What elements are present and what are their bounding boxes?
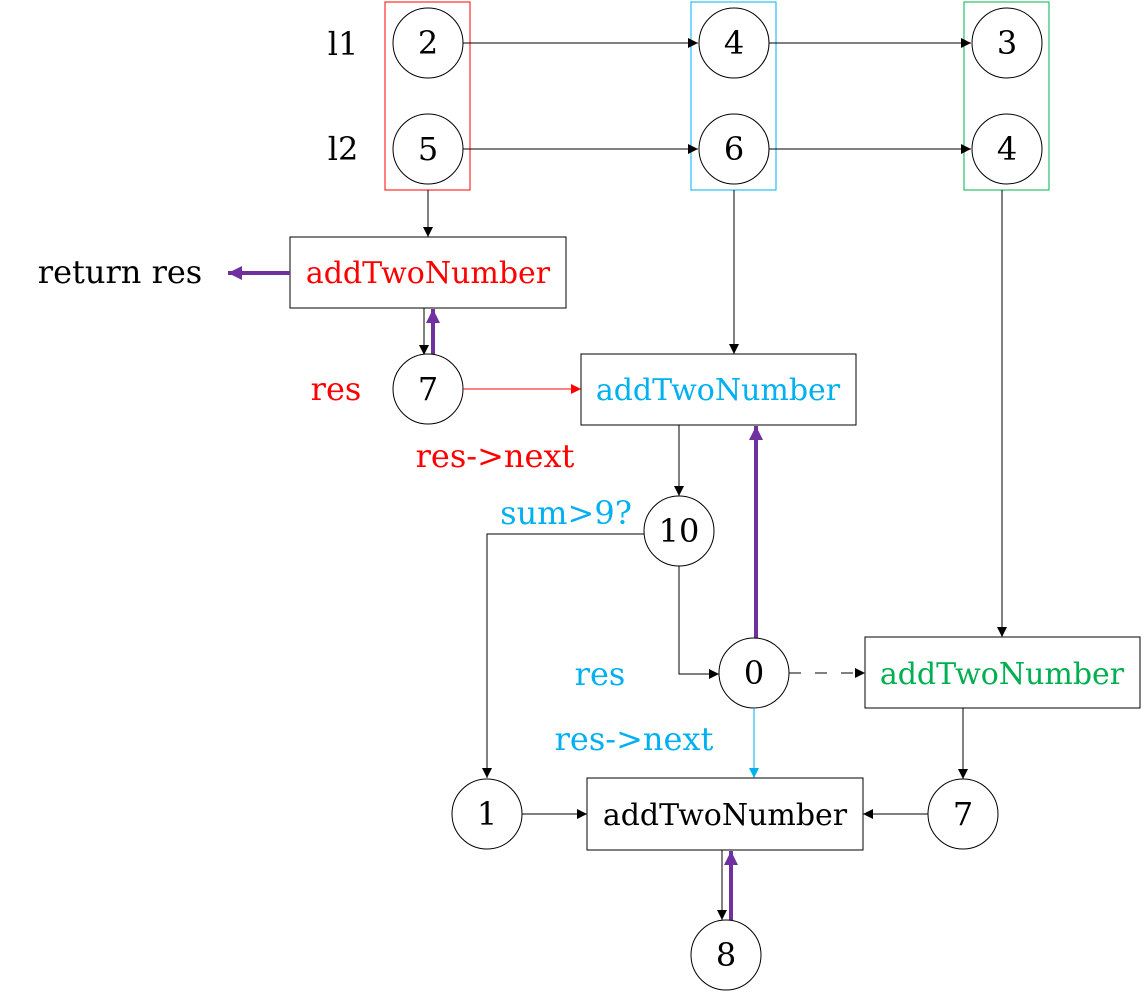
- list-label-l1: l1: [328, 25, 359, 63]
- node-l1-0: 2: [392, 7, 464, 79]
- annotation-return-res: return res: [38, 253, 202, 291]
- list-label-l2: l2: [328, 130, 359, 168]
- node-l2-1: 6: [698, 113, 770, 185]
- annotation-res-red: res: [311, 370, 362, 408]
- node-res-first: 7: [392, 353, 464, 425]
- node-l2-0-value: 5: [418, 130, 438, 168]
- function-label-call-2: addTwoNumber: [596, 373, 841, 408]
- node-last: 8: [690, 919, 762, 991]
- node-l2-0: 5: [392, 113, 464, 185]
- node-l2-2-value: 4: [997, 130, 1017, 168]
- annotation-res-next-red: res->next: [416, 437, 575, 475]
- edge-sum-to-carry: [482, 533, 644, 778]
- node-l1-1: 4: [698, 7, 770, 79]
- node-res-second-value: 0: [744, 654, 764, 692]
- node-sum: 10: [643, 495, 715, 567]
- node-l1-2: 3: [971, 7, 1043, 79]
- function-label-call-4: addTwoNumber: [603, 798, 848, 833]
- annotation-res-next-blue: res->next: [555, 720, 714, 758]
- column-box-green: [963, 1, 1050, 191]
- node-l1-0-value: 2: [418, 24, 438, 62]
- node-carry-value: 1: [477, 795, 497, 833]
- node-sum-value: 10: [659, 512, 700, 550]
- node-third-result: 7: [927, 778, 999, 850]
- node-carry: 1: [451, 778, 523, 850]
- node-l2-2: 4: [971, 113, 1043, 185]
- node-res-second: 0: [718, 637, 790, 709]
- function-label-call-1: addTwoNumber: [306, 256, 551, 291]
- function-box-call-1: [289, 236, 567, 309]
- function-label-call-3: addTwoNumber: [880, 657, 1125, 692]
- node-l1-1-value: 4: [724, 24, 744, 62]
- function-box-call-3: [864, 636, 1141, 709]
- edge-sum-to-res-second: [678, 566, 719, 679]
- annotation-sum-check: sum>9?: [500, 494, 632, 532]
- node-third-result-value: 7: [953, 795, 973, 833]
- node-l2-1-value: 6: [724, 130, 744, 168]
- node-l1-2-value: 3: [997, 24, 1017, 62]
- node-last-value: 8: [716, 936, 736, 974]
- function-box-call-2: [580, 353, 857, 426]
- annotation-res-blue: res: [575, 655, 626, 693]
- node-res-first-value: 7: [418, 370, 438, 408]
